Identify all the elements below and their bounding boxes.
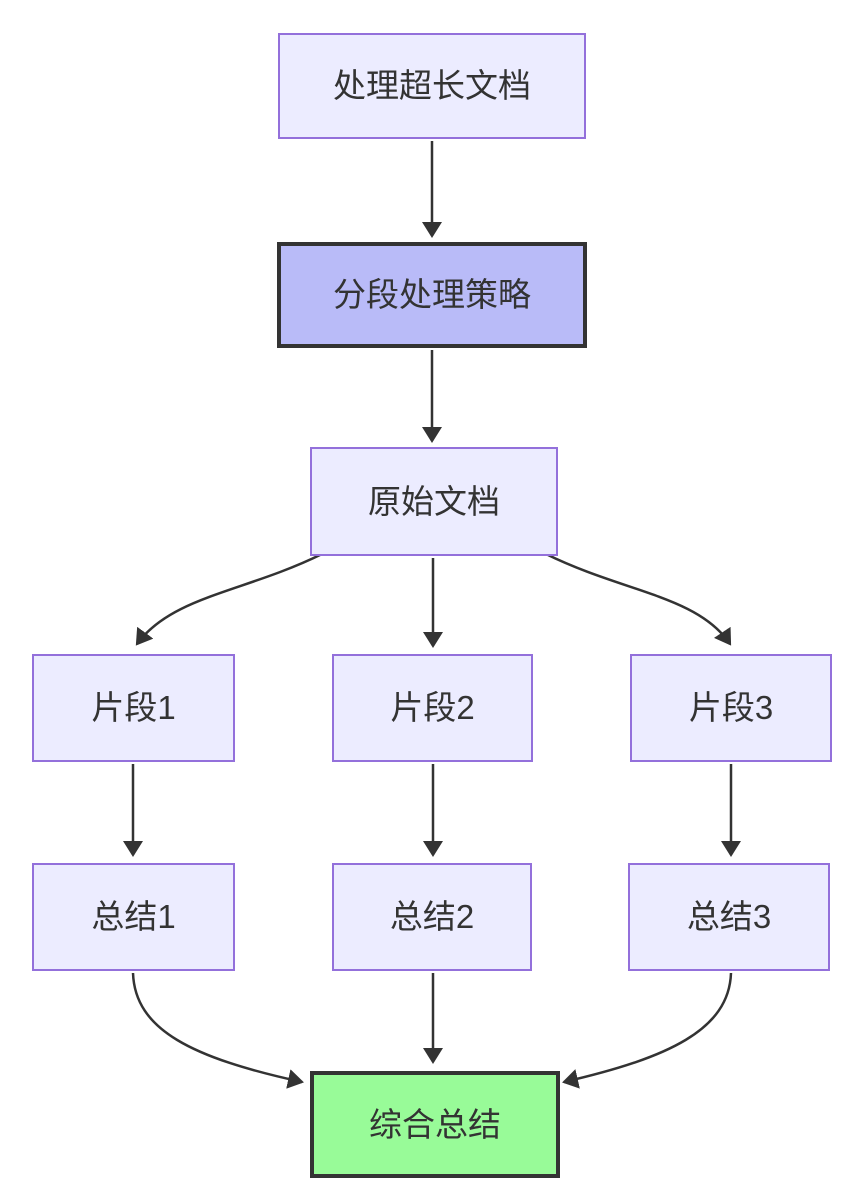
node-label: 片段2: [390, 689, 475, 727]
edge-e1-f: [131, 972, 304, 1089]
node-summary-3: 总结3: [628, 863, 830, 971]
edge-c-d1: [135, 552, 323, 646]
node-label: 分段处理策略: [333, 276, 531, 314]
node-fragment-3: 片段3: [630, 654, 832, 762]
node-fragment-1: 片段1: [32, 654, 235, 762]
node-label: 综合总结: [369, 1105, 501, 1143]
node-segment-strategy: 分段处理策略: [277, 242, 587, 348]
node-combined-summary: 综合总结: [310, 1071, 560, 1178]
edge-c-d3: [545, 552, 732, 646]
node-label: 片段1: [91, 689, 176, 727]
node-summary-2: 总结2: [332, 863, 532, 971]
node-label: 总结3: [686, 898, 772, 936]
node-label: 处理超长文档: [333, 67, 531, 105]
node-label: 原始文档: [368, 482, 500, 520]
node-fragment-2: 片段2: [332, 654, 533, 762]
node-label: 片段3: [688, 689, 774, 727]
node-process-long-document: 处理超长文档: [278, 33, 586, 139]
node-original-document: 原始文档: [310, 447, 558, 556]
node-label: 总结1: [91, 898, 176, 936]
node-summary-1: 总结1: [32, 863, 235, 971]
edge-e3-f: [562, 972, 733, 1089]
node-label: 总结2: [389, 898, 475, 936]
